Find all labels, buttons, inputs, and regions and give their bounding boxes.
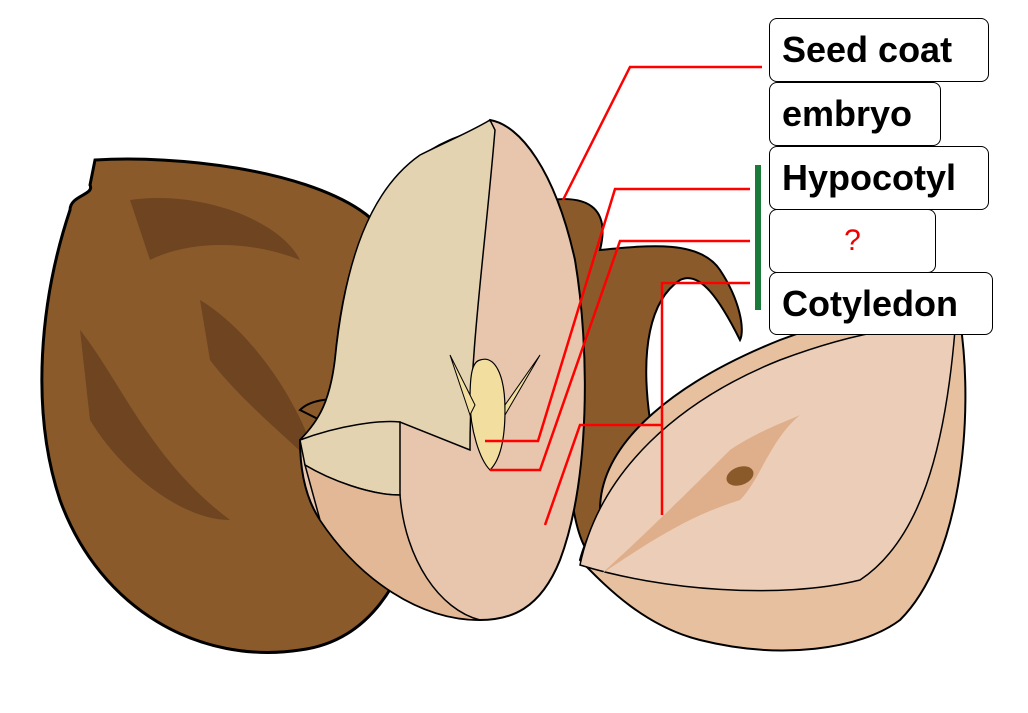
label-unknown-part: ?: [769, 209, 936, 273]
seed-shading: [80, 198, 320, 520]
cotyledon-leader: [660, 281, 750, 515]
unknown-part-leader: [490, 239, 750, 472]
label-cotyledon: Cotyledon: [769, 272, 993, 335]
cotyledon-leader-branch: [543, 423, 662, 526]
hypocotyl-leader: [485, 187, 750, 443]
label-seed-coat: Seed coat: [769, 18, 989, 82]
leader-lines: [485, 65, 762, 526]
seed-coat-leader: [561, 65, 762, 201]
label-embryo: embryo: [769, 82, 941, 146]
label-hypocotyl: Hypocotyl: [769, 146, 989, 210]
